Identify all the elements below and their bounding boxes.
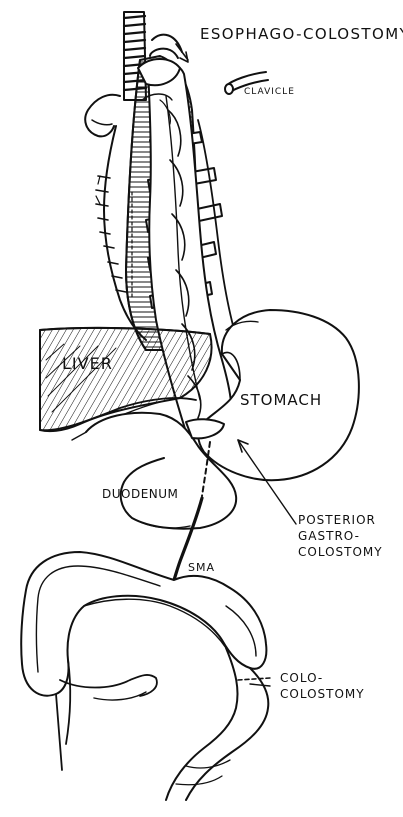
label-duodenum: DUODENUM: [102, 488, 178, 501]
label-colo-colostomy: COLO- COLOSTOMY: [280, 670, 365, 702]
label-liver: LIVER: [62, 355, 113, 373]
label-stomach: STOMACH: [240, 392, 322, 409]
label-clavicle: CLAVICLE: [244, 88, 295, 98]
colo-colostomy-site: [166, 648, 270, 800]
label-posterior-gastro-colostomy: POSTERIOR GASTRO- COLOSTOMY: [298, 512, 383, 560]
label-colo-line-1: COLO-: [280, 670, 365, 686]
label-posterior-line-1: POSTERIOR: [298, 512, 383, 528]
label-esophago-colostomy: ESOPHAGO-COLOSTOMY: [200, 26, 403, 43]
label-sma: SMA: [188, 562, 215, 574]
label-posterior-line-3: COLOSTOMY: [298, 544, 383, 560]
label-posterior-line-2: GASTRO-: [298, 528, 383, 544]
colon-loop: [21, 552, 266, 770]
label-colo-line-2: COLOSTOMY: [280, 686, 365, 702]
